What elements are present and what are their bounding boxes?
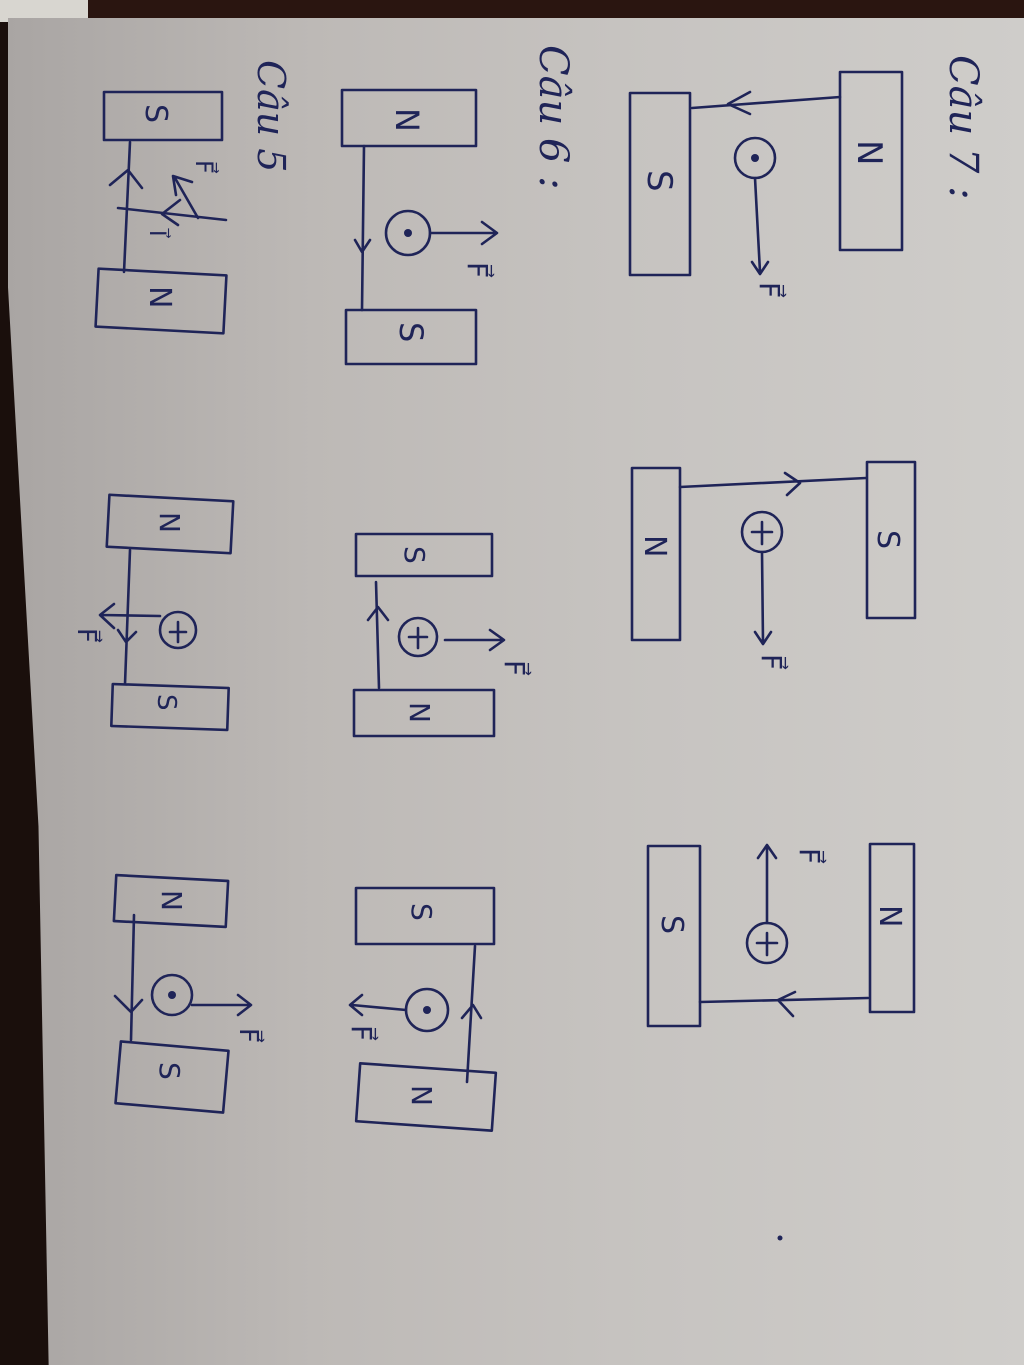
magnet-label: S xyxy=(151,694,181,711)
field-arrow-icon xyxy=(108,140,144,274)
magnet-N xyxy=(354,1062,498,1132)
current-label: I⃗ xyxy=(144,228,171,239)
diagram-cau6-2: S N F⃗ xyxy=(352,532,532,738)
force-arrow-icon xyxy=(428,220,499,246)
field-arrow-icon xyxy=(113,913,144,1042)
magnet-label: S xyxy=(398,546,431,564)
force-label: F⃗ xyxy=(233,1028,265,1043)
force-arrow-icon xyxy=(98,602,162,630)
diagram-cau7-2: S N F⃗ xyxy=(630,460,917,670)
diagram-cau6-1: N S F⃗ xyxy=(340,88,499,366)
ink-dot xyxy=(777,1235,783,1241)
diagram-cau6-3: S N F⃗ xyxy=(345,886,498,1132)
magnet-S xyxy=(354,532,494,578)
magnet-S xyxy=(646,844,702,1028)
magnet-N xyxy=(868,842,916,1014)
force-label: F⃗ xyxy=(71,628,103,643)
magnet-label: N xyxy=(403,702,436,723)
magnet-S xyxy=(865,460,917,620)
diagram-cau5-3: N S F⃗ xyxy=(112,873,265,1114)
magnet-N xyxy=(630,466,682,642)
magnet-S xyxy=(110,682,230,732)
field-arrow-icon xyxy=(690,90,842,116)
diagram-cau7-3: N S F⃗ xyxy=(646,842,916,1028)
background-strip xyxy=(0,0,90,22)
force-arrow-icon xyxy=(753,550,773,646)
force-arrow-icon xyxy=(171,174,200,220)
magnet-label: N xyxy=(155,890,188,911)
magnet-label: S xyxy=(153,1062,186,1080)
magnet-N xyxy=(94,267,228,335)
force-arrow-icon xyxy=(443,628,506,652)
diagram-cau5-2: N S F⃗ xyxy=(71,493,235,732)
magnet-S xyxy=(344,308,478,366)
magnet-N xyxy=(112,873,230,929)
current-in-icon xyxy=(158,610,198,650)
current-in-icon xyxy=(397,616,439,658)
magnet-label: S xyxy=(138,104,173,123)
magnet-label: N xyxy=(142,286,177,308)
magnet-label: N xyxy=(388,108,426,132)
magnet-N xyxy=(105,493,235,555)
magnet-label: N xyxy=(849,140,889,165)
magnet-S xyxy=(114,1040,230,1114)
magnet-label: S xyxy=(639,170,679,192)
magnet-N xyxy=(838,70,904,252)
heading-cau6: Câu 6 : xyxy=(530,45,576,190)
magnet-label: S xyxy=(405,903,438,921)
field-arrow-icon xyxy=(366,580,390,690)
force-arrow-icon xyxy=(750,176,770,276)
magnet-S xyxy=(102,90,224,142)
force-label: F⃗ xyxy=(793,848,827,864)
magnet-label: S xyxy=(392,322,430,342)
table-edge xyxy=(88,0,1024,22)
magnet-N xyxy=(340,88,478,148)
current-arrow-icon xyxy=(160,198,182,227)
force-arrow-icon xyxy=(756,843,778,925)
force-label: F⃗ xyxy=(461,262,495,278)
magnet-label: N xyxy=(153,512,186,533)
heading-cau5: Câu 5 xyxy=(249,60,293,172)
force-label: F⃗ xyxy=(498,660,532,676)
wire-conductor xyxy=(116,206,228,222)
current-out-icon xyxy=(150,973,194,1017)
field-arrow-icon xyxy=(116,548,138,686)
magnet-label: S xyxy=(654,915,689,934)
heading-cau7: Câu 7 : xyxy=(940,55,986,200)
magnet-N xyxy=(352,688,496,738)
magnet-label: N xyxy=(405,1085,438,1106)
magnet-label: N xyxy=(872,905,907,927)
magnet-label: N xyxy=(637,535,672,557)
force-arrow-icon xyxy=(190,993,253,1017)
magnet-S xyxy=(628,91,692,277)
magnet-label: S xyxy=(870,530,905,549)
diagram-cau7-1: N S F⃗ xyxy=(628,70,904,298)
force-label: F⃗ xyxy=(345,1025,379,1041)
force-label: F⃗ xyxy=(753,282,787,298)
magnet-S xyxy=(354,886,496,946)
worksheet-paper xyxy=(8,18,1024,1365)
force-label: F⃗ xyxy=(190,160,219,174)
force-label: F⃗ xyxy=(755,654,789,670)
field-arrow-icon xyxy=(460,944,483,1084)
force-arrow-icon xyxy=(348,993,408,1017)
field-arrow-icon xyxy=(678,471,868,497)
field-arrow-icon xyxy=(698,990,870,1018)
diagram-cau5-1: S N F⃗ I⃗ xyxy=(94,90,228,335)
field-arrow-icon xyxy=(353,144,372,312)
